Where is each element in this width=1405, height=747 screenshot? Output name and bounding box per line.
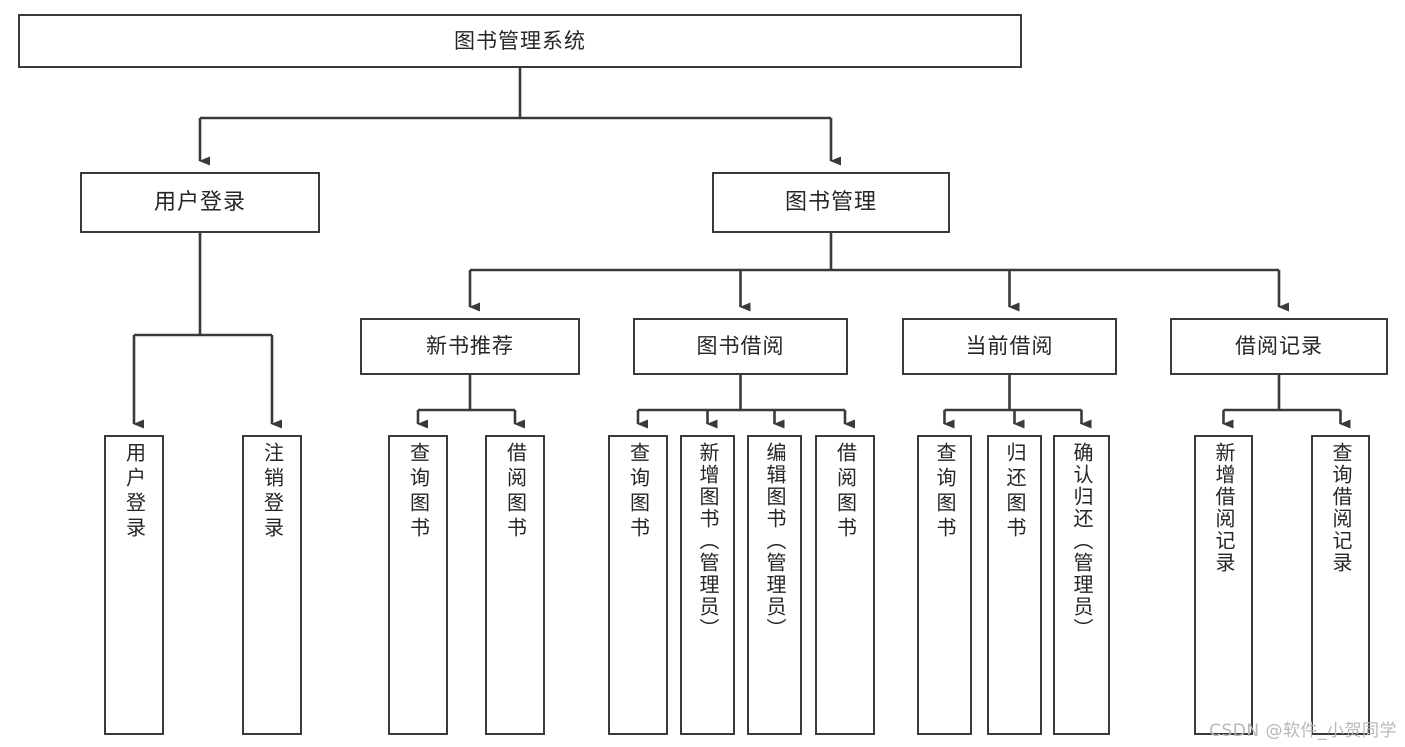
leaf-borrow-book[interactable]: 借阅图书 bbox=[815, 435, 875, 735]
leaf-add-book-admin[interactable]: 新增图书（管理员） bbox=[680, 435, 735, 735]
leaf-borrow-book-label: 借阅图书 bbox=[833, 442, 858, 542]
leaf-logout-label: 注销登录 bbox=[260, 442, 285, 542]
node-book-borrow-label: 图书借阅 bbox=[696, 334, 785, 359]
node-root[interactable]: 图书管理系统 bbox=[18, 14, 1022, 68]
leaf-return-book-label: 归还图书 bbox=[1003, 442, 1027, 542]
leaf-query-book-current-label: 查询图书 bbox=[933, 442, 957, 542]
leaf-confirm-return-admin[interactable]: 确认归还（管理员） bbox=[1053, 435, 1110, 735]
node-current-borrow[interactable]: 当前借阅 bbox=[902, 318, 1117, 375]
leaf-query-book-borrow[interactable]: 查询图书 bbox=[608, 435, 668, 735]
leaf-edit-book-admin-label: 编辑图书（管理员） bbox=[763, 442, 787, 640]
leaf-borrow-book-recommendation[interactable]: 借阅图书 bbox=[485, 435, 545, 735]
node-current-borrow-label: 当前借阅 bbox=[965, 334, 1054, 359]
leaf-add-book-admin-label: 新增图书（管理员） bbox=[696, 442, 720, 640]
leaf-query-borrow-record-label: 查询借阅记录 bbox=[1329, 442, 1353, 574]
node-book-management[interactable]: 图书管理 bbox=[712, 172, 950, 233]
node-root-label: 图书管理系统 bbox=[454, 28, 586, 53]
leaf-add-borrow-record-label: 新增借阅记录 bbox=[1212, 442, 1236, 574]
leaf-add-borrow-record[interactable]: 新增借阅记录 bbox=[1194, 435, 1253, 735]
leaf-user-login[interactable]: 用户登录 bbox=[104, 435, 164, 735]
leaf-user-login-label: 用户登录 bbox=[122, 442, 147, 542]
node-book-management-label: 图书管理 bbox=[784, 189, 877, 215]
leaf-return-book[interactable]: 归还图书 bbox=[987, 435, 1042, 735]
leaf-query-book-recommendation[interactable]: 查询图书 bbox=[388, 435, 448, 735]
leaf-query-book-borrow-label: 查询图书 bbox=[626, 442, 651, 542]
node-user-login-label: 用户登录 bbox=[153, 189, 246, 215]
leaf-confirm-return-admin-label: 确认归还（管理员） bbox=[1070, 442, 1094, 640]
node-user-login[interactable]: 用户登录 bbox=[80, 172, 320, 233]
csdn-watermark: CSDN @软件_小贺同学 bbox=[1209, 721, 1397, 741]
leaf-borrow-book-recommendation-label: 借阅图书 bbox=[503, 442, 528, 542]
leaf-edit-book-admin[interactable]: 编辑图书（管理员） bbox=[747, 435, 802, 735]
node-borrow-record-label: 借阅记录 bbox=[1235, 334, 1323, 359]
node-borrow-record[interactable]: 借阅记录 bbox=[1170, 318, 1388, 375]
node-new-book-recommendation-label: 新书推荐 bbox=[426, 334, 514, 359]
node-new-book-recommendation[interactable]: 新书推荐 bbox=[360, 318, 580, 375]
leaf-query-book-current[interactable]: 查询图书 bbox=[917, 435, 972, 735]
leaf-query-borrow-record[interactable]: 查询借阅记录 bbox=[1311, 435, 1370, 735]
leaf-logout[interactable]: 注销登录 bbox=[242, 435, 302, 735]
node-book-borrow[interactable]: 图书借阅 bbox=[633, 318, 848, 375]
leaf-query-book-recommendation-label: 查询图书 bbox=[406, 442, 431, 542]
